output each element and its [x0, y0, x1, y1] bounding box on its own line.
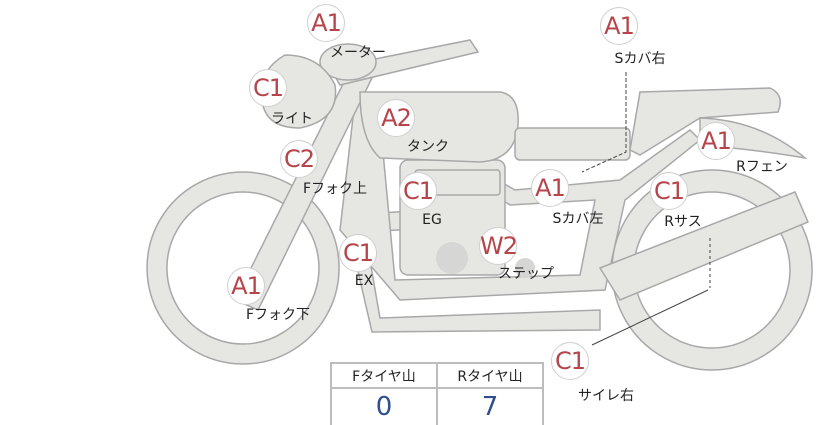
- grade-badge: A1: [307, 4, 345, 42]
- front-tread-value: 0: [330, 387, 438, 425]
- grade-badge: A1: [600, 7, 638, 45]
- grade-badge: C1: [339, 234, 377, 272]
- part-label: タンク: [407, 139, 449, 155]
- grade-badge: C2: [280, 140, 318, 178]
- leader-line-silencer: [591, 289, 709, 346]
- grade-badge: A1: [697, 122, 735, 160]
- rear-tread-value: 7: [436, 387, 544, 425]
- part-label: Rフェン: [736, 159, 788, 175]
- part-label: EX: [354, 273, 374, 289]
- side-cover: [514, 127, 631, 161]
- part-label: Sカバ右: [614, 51, 666, 67]
- grade-badge: C1: [249, 69, 287, 107]
- part-label: メーター: [330, 45, 386, 61]
- grade-badge: W2: [479, 227, 518, 265]
- front-wheel: [146, 171, 340, 365]
- muffler: [598, 191, 809, 301]
- grade-badge: A1: [531, 169, 569, 207]
- part-label: ライト: [271, 111, 313, 127]
- part-label: Rサス: [664, 214, 702, 230]
- part-label: Fフォク上: [302, 181, 368, 197]
- meter: [319, 43, 377, 81]
- leader-line-scover-right: [581, 72, 627, 173]
- part-label: サイレ右: [578, 388, 634, 404]
- part-label: Sカバ左: [552, 211, 604, 227]
- seat: [629, 87, 781, 156]
- grade-badge: C1: [551, 342, 589, 380]
- part-label: ステップ: [498, 266, 554, 282]
- rear-tread-header: Rタイヤ山: [436, 362, 544, 389]
- grade-badge: A2: [377, 99, 415, 137]
- front-tread-header: Fタイヤ山: [330, 362, 438, 389]
- part-label: Fフォク下: [245, 307, 311, 323]
- grade-badge: A1: [227, 267, 265, 305]
- grade-badge: C1: [650, 172, 688, 210]
- part-label: EG: [422, 212, 442, 228]
- grade-badge: C1: [399, 172, 437, 210]
